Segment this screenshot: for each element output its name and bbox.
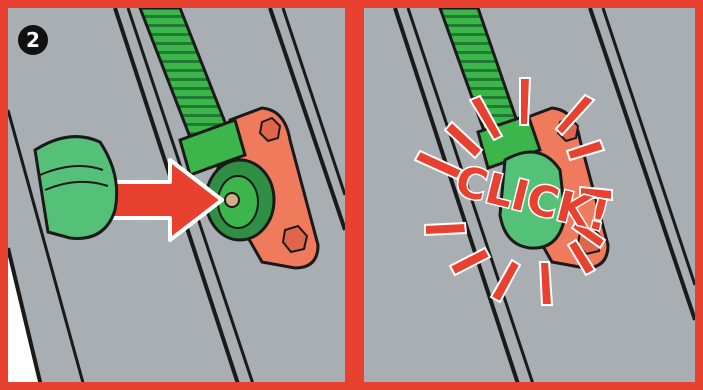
green-cap: [33, 135, 119, 240]
hose-fitting: [204, 158, 276, 242]
panel-after: CLICK!: [364, 8, 695, 382]
step-badge: 2: [18, 25, 48, 55]
attached-cap: [498, 150, 567, 250]
rail-stripes-right: [393, 8, 695, 382]
panel-before: 2: [8, 8, 345, 382]
green-hose: [138, 8, 247, 177]
click-burst-lines: [413, 77, 613, 306]
step-number: 2: [26, 28, 40, 52]
push-arrow: [103, 158, 224, 242]
